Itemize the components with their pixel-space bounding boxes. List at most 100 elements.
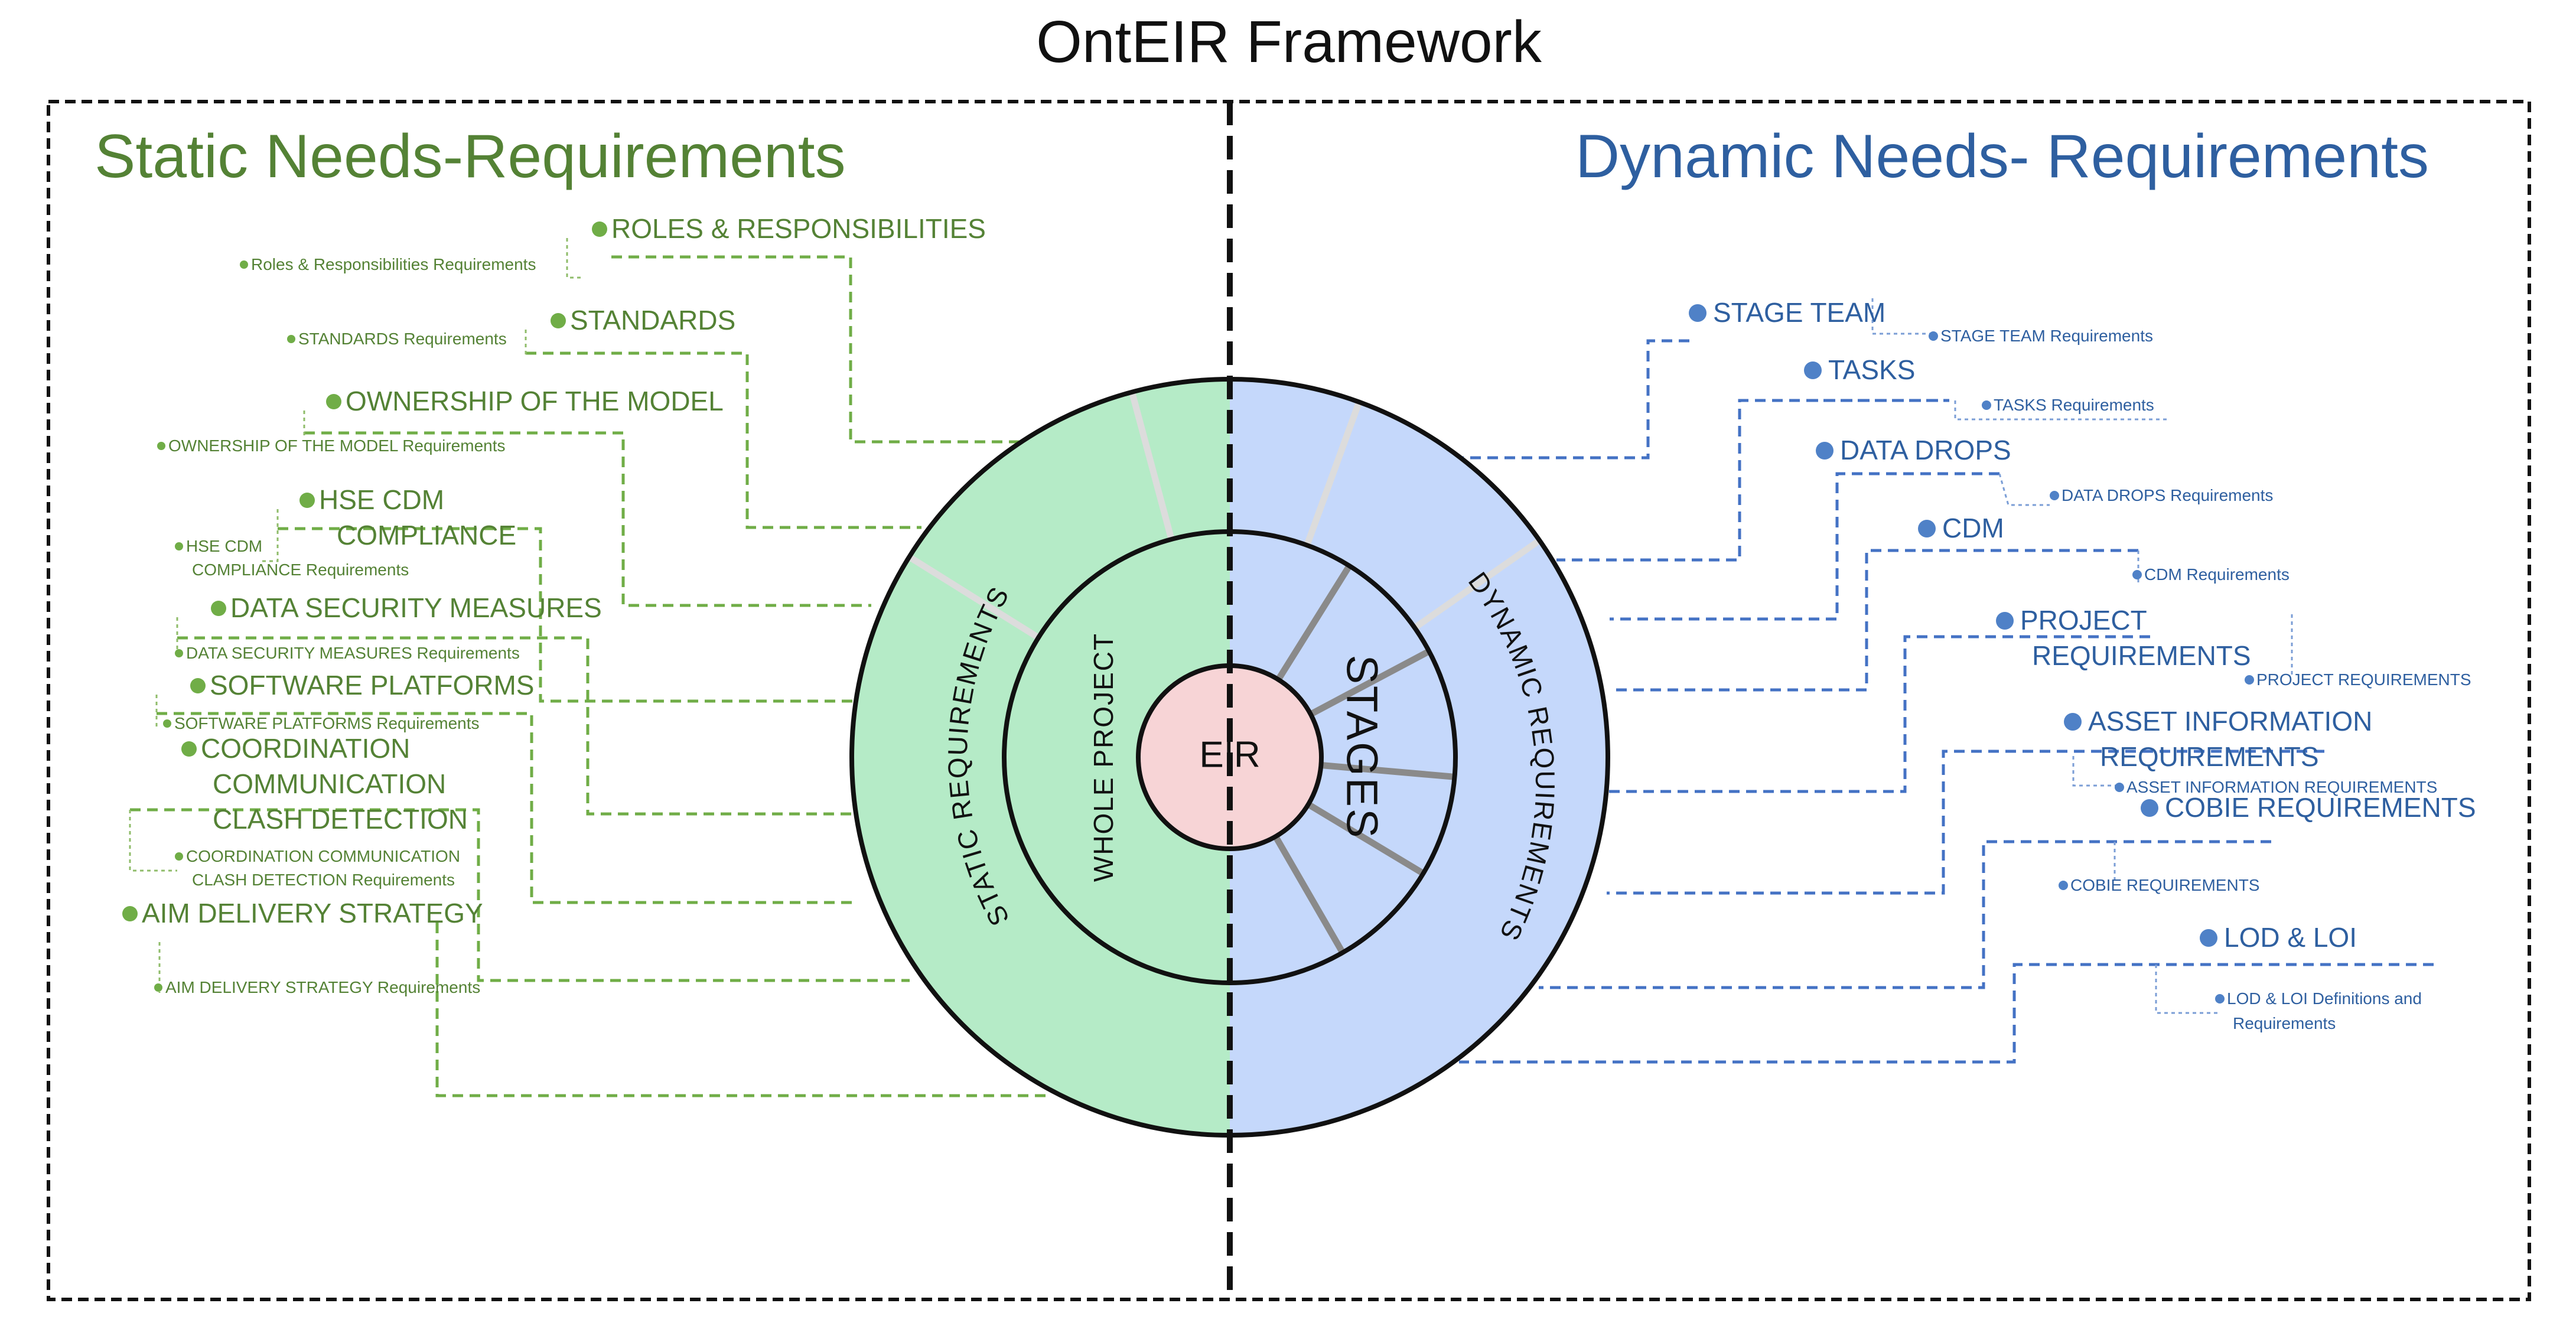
stage-spoke [1272, 835, 1346, 954]
static-item-3-title-1: OWNERSHIP OF THE MODEL [346, 386, 724, 416]
dynamic-connector-8 [1459, 963, 2434, 1064]
static-half [852, 379, 1230, 1135]
dynamic-bullet-icon [2141, 799, 2158, 817]
dynamic-connector-1 [1459, 339, 1689, 460]
dynamic-item-4-title-1: CDM [1942, 513, 2004, 543]
static-connector-2 [526, 351, 921, 529]
dynamic-item-6-requirements-1: ASSET INFORMATION REQUIREMENTS [2126, 778, 2437, 796]
dynamic-item-7-title-1: COBIE REQUIREMENTS [2165, 792, 2476, 823]
stage-spokes [1272, 564, 1455, 954]
stages-label: STAGES [1337, 655, 1386, 840]
static-bullet-icon [551, 313, 566, 328]
requirements-circle: STATIC REQUIREMENTS DYNAMIC REQUIREMENTS… [849, 377, 1610, 1138]
outer-stage-divider [1129, 391, 1175, 540]
static-connector-1 [611, 255, 1031, 444]
static-connector-8 [435, 923, 1046, 1097]
dynamic-connector-5 [1607, 635, 2150, 793]
static-item-6-title-1: SOFTWARE PLATFORMS [210, 670, 534, 701]
dynamic-half [1230, 379, 1608, 1135]
static-item-4-title-2: COMPLIANCE [337, 520, 516, 550]
whole-project-label: WHOLE PROJECT [1088, 633, 1119, 882]
dynamic-item-5-requirements-1: PROJECT REQUIREMENTS [2256, 670, 2471, 689]
outer-stage-divider [907, 554, 1040, 641]
static-sub-connector-7 [129, 810, 177, 872]
dynamic-connector-2 [1556, 399, 1949, 562]
dynamic-bullet-icon [1689, 304, 1707, 322]
outer-frame [47, 100, 2531, 1301]
dynamic-bullet-icon [1918, 520, 1936, 537]
static-item-7-requirements-2: CLASH DETECTION Requirements [192, 871, 455, 889]
static-item-7-title-3: CLASH DETECTION [213, 804, 468, 835]
static-sub-bullet-icon [287, 335, 295, 343]
static-item-8-requirements-1: AIM DELIVERY STRATEGY Requirements [165, 978, 480, 996]
static-sub-connector-1 [566, 238, 582, 279]
stage-spoke [1307, 802, 1425, 877]
stage-spoke [1320, 762, 1455, 780]
static-item-2-title-1: STANDARDS [570, 305, 735, 335]
static-item-5-requirements-1: DATA SECURITY MEASURES Requirements [186, 644, 520, 662]
dynamic-sub-bullet-icon [2215, 994, 2225, 1004]
dynamic-connectors [1459, 298, 2434, 1064]
dynamic-bullet-icon [1816, 442, 1834, 460]
static-item-1-requirements-1: Roles & Responsibilities Requirements [251, 255, 536, 273]
static-item-3-requirements-1: OWNERSHIP OF THE MODEL Requirements [168, 436, 506, 455]
static-sub-bullet-icon [175, 649, 183, 657]
static-item-1-title-1: ROLES & RESPONSIBILITIES [611, 213, 986, 244]
static-bullet-icon [592, 221, 607, 237]
dynamic-item-8-requirements-1: LOD & LOI Definitions and [2227, 989, 2422, 1008]
static-item-4-requirements-2: COMPLIANCE Requirements [192, 561, 409, 579]
static-bullet-icon [299, 493, 315, 508]
stage-spoke [1275, 564, 1353, 682]
dynamic-sub-connector-6 [2072, 756, 2121, 787]
dynamic-item-5-title-1: PROJECT [2020, 605, 2147, 636]
static-heading: Static Needs-Requirements [95, 122, 846, 191]
dynamic-sub-bullet-icon [1929, 331, 1938, 341]
diagram-title: OntEIR Framework [1036, 9, 1542, 75]
static-sub-bullet-icon [157, 442, 165, 450]
stage-spoke [1309, 648, 1431, 718]
dynamic-sub-bullet-icon [2115, 783, 2124, 792]
dynamic-item-6-title-2: REQUIREMENTS [2100, 741, 2319, 772]
dynamic-sub-connector-3 [1998, 473, 2050, 506]
dynamic-sub-bullet-icon [2245, 675, 2254, 685]
static-bullet-icon [181, 741, 197, 757]
dynamic-bullet-icon [1804, 361, 1822, 379]
dynamic-bullet-icon [1996, 612, 2014, 630]
dynamic-bullet-icon [2064, 713, 2082, 731]
dynamic-sub-bullet-icon [2059, 881, 2068, 890]
static-labels: ROLES & RESPONSIBILITIES Roles & Responsi… [122, 213, 986, 996]
static-sub-bullet-icon [240, 260, 248, 269]
static-item-4-title-1: HSE CDM [319, 484, 444, 515]
static-bullet-icon [122, 906, 138, 921]
static-sub-connector-4 [260, 509, 279, 562]
dynamic-heading: Dynamic Needs- Requirements [1575, 122, 2429, 191]
static-connector-7 [130, 808, 910, 982]
static-item-5-title-1: DATA SECURITY MEASURES [230, 592, 602, 623]
dynamic-item-1-title-1: STAGE TEAM [1713, 297, 1885, 328]
static-item-7-title-1: COORDINATION [201, 733, 410, 764]
static-connector-6 [157, 712, 857, 904]
dynamic-item-2-requirements-1: TASKS Requirements [1994, 396, 2154, 414]
dynamic-connector-6 [1607, 750, 2324, 895]
dynamic-item-4-requirements-1: CDM Requirements [2144, 565, 2290, 584]
outer-stage-divider [1304, 400, 1363, 546]
dynamic-item-2-title-1: TASKS [1828, 354, 1915, 385]
dynamic-connector-7 [1539, 840, 2271, 989]
dynamic-item-3-requirements-1: DATA DROPS Requirements [2062, 486, 2273, 504]
static-connectors [129, 238, 1046, 1097]
dynamic-item-8-requirements-2: Requirements [2233, 1014, 2336, 1032]
static-item-4-requirements-1: HSE CDM [186, 537, 262, 555]
static-connector-4 [278, 527, 862, 703]
dynamic-sub-bullet-icon [2132, 570, 2142, 579]
static-item-7-requirements-1: COORDINATION COMMUNICATION [186, 847, 460, 865]
dynamic-item-1-requirements-1: STAGE TEAM Requirements [1940, 327, 2153, 345]
static-item-6-requirements-1: SOFTWARE PLATFORMS Requirements [174, 714, 480, 732]
static-bullet-icon [190, 678, 206, 693]
dynamic-item-3-title-1: DATA DROPS [1840, 435, 2011, 465]
static-sub-bullet-icon [154, 983, 162, 992]
dynamic-bullet-icon [2200, 929, 2217, 947]
static-item-2-requirements-1: STANDARDS Requirements [298, 330, 507, 348]
static-connector-3 [304, 431, 871, 607]
